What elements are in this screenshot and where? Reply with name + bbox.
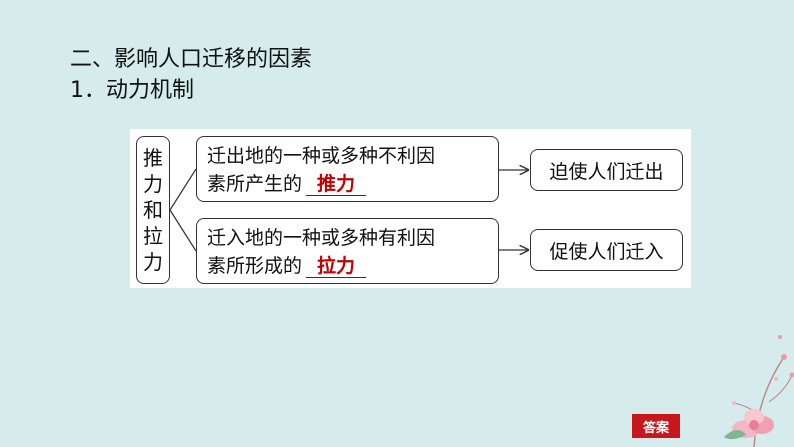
push-description-line2: 素所产生的 — [207, 173, 302, 195]
pull-answer-blank: 拉力 — [306, 255, 366, 278]
push-description-line1: 迁出地的一种或多种不利因 — [207, 142, 498, 170]
left-label-char: 和 — [143, 197, 163, 223]
section-heading: 二、影响人口迁移的因素 — [70, 41, 312, 73]
left-label-char: 拉 — [143, 223, 163, 249]
push-answer-blank: 推力 — [306, 173, 366, 196]
pull-description-line2: 素所形成的 — [207, 255, 302, 277]
subsection-heading: 1．动力机制 — [70, 72, 194, 104]
left-label-char: 推 — [143, 145, 163, 171]
answer-button[interactable]: 答案 — [632, 414, 680, 438]
push-result-box: 迫使人们迁出 — [530, 149, 683, 191]
branch-line-top — [170, 169, 196, 210]
concept-diagram: 推 力 和 拉 力 迁出地的一种或多种不利因 素所产生的推力 迁入地的一种或多种… — [130, 129, 691, 288]
floral-decoration — [684, 317, 794, 447]
left-label-char: 力 — [143, 171, 163, 197]
branch-line-bottom — [170, 210, 196, 251]
push-description-box: 迁出地的一种或多种不利因 素所产生的推力 — [196, 136, 499, 202]
pull-description-box: 迁入地的一种或多种有利因 素所形成的拉力 — [196, 218, 499, 284]
pull-result-box: 促使人们迁入 — [530, 229, 683, 271]
pull-description-line1: 迁入地的一种或多种有利因 — [207, 224, 498, 252]
push-pull-label-box: 推 力 和 拉 力 — [136, 136, 170, 284]
left-label-char: 力 — [143, 249, 163, 275]
